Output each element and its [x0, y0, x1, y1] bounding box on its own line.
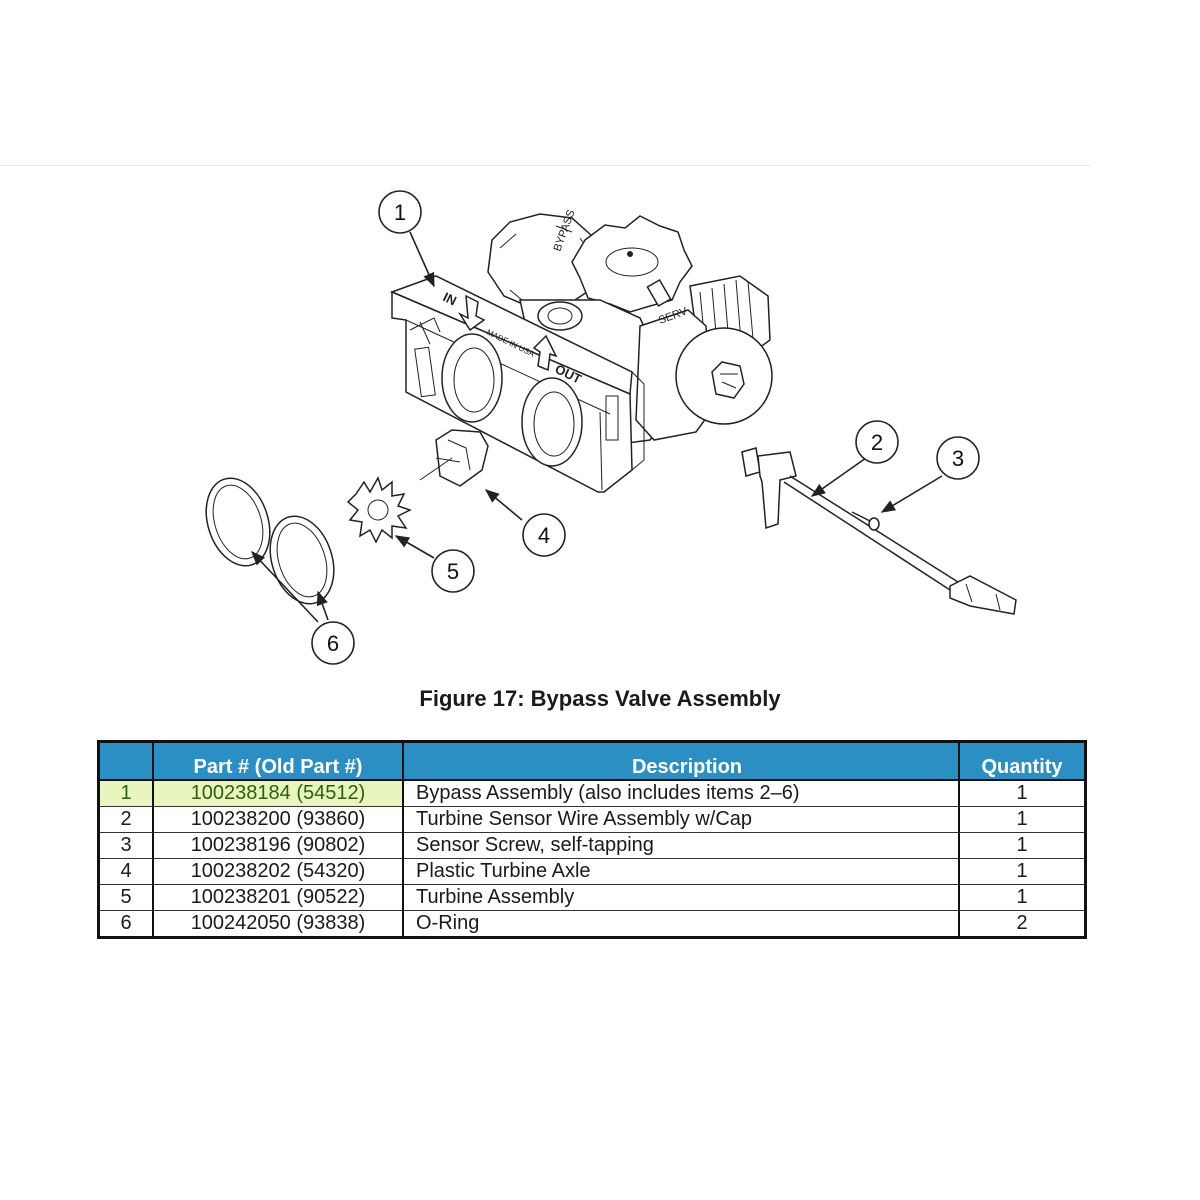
cell-item: 3	[98, 832, 153, 859]
table-header-row: Part # (Old Part #) Description Quantity	[98, 741, 1086, 781]
svg-text:3: 3	[952, 446, 964, 471]
cell-item: 4	[98, 858, 153, 885]
callout-2: 2	[855, 420, 899, 464]
callout-1: 1	[378, 190, 422, 234]
cell-quantity: 1	[958, 832, 1086, 859]
figure-caption: Figure 17: Bypass Valve Assembly	[419, 686, 781, 711]
cell-description: Turbine Sensor Wire Assembly w/Cap	[402, 806, 959, 833]
callout-6: 6	[311, 621, 355, 665]
cell-part-number: 100238201 (90522)	[152, 884, 403, 911]
svg-text:2: 2	[871, 430, 883, 455]
cell-quantity: 2	[958, 910, 1086, 938]
svg-text:1: 1	[394, 200, 406, 225]
o-rings	[205, 477, 335, 605]
turbine-axle	[419, 429, 489, 487]
cell-quantity: 1	[958, 779, 1086, 807]
cell-part-number: 100238202 (54320)	[152, 858, 403, 885]
cell-description: Turbine Assembly	[402, 884, 959, 911]
page-top-divider	[0, 165, 1090, 166]
table-row: 1 100238184 (54512) Bypass Assembly (als…	[98, 779, 1086, 807]
cell-part-number: 100238200 (93860)	[152, 806, 403, 833]
cell-description: Plastic Turbine Axle	[402, 858, 959, 885]
svg-text:IN: IN	[441, 289, 459, 308]
bypass-valve-exploded-diagram: BYPASS SERV IN MADE IN USA OUT	[205, 190, 1017, 665]
cell-part-number: 100238196 (90802)	[152, 832, 403, 859]
cell-part-number: 100242050 (93838)	[152, 910, 403, 938]
sensor-wire-assembly	[741, 447, 1017, 615]
header-description: Description	[402, 741, 959, 781]
header-item	[98, 741, 153, 781]
header-quantity: Quantity	[958, 741, 1086, 781]
table-row: 6 100242050 (93838) O-Ring 2	[98, 910, 1086, 938]
cell-item: 5	[98, 884, 153, 911]
callout-3: 3	[936, 436, 980, 480]
callout-leaders	[251, 231, 943, 623]
svg-text:4: 4	[538, 523, 550, 548]
callout-5: 5	[431, 549, 475, 593]
table-row: 5 100238201 (90522) Turbine Assembly 1	[98, 884, 1086, 911]
svg-text:6: 6	[327, 631, 339, 656]
cell-item: 6	[98, 910, 153, 938]
svg-text:5: 5	[447, 559, 459, 584]
cell-part-number: 100238184 (54512)	[152, 779, 403, 807]
cell-quantity: 1	[958, 884, 1086, 911]
valve-body: BYPASS SERV IN MADE IN USA OUT	[389, 208, 773, 493]
cell-description: O-Ring	[402, 910, 959, 938]
cell-item: 2	[98, 806, 153, 833]
cell-description: Sensor Screw, self-tapping	[402, 832, 959, 859]
table-row: 3 100238196 (90802) Sensor Screw, self-t…	[98, 832, 1086, 859]
cell-description: Bypass Assembly (also includes items 2–6…	[402, 779, 959, 807]
sensor-screw	[851, 511, 880, 531]
parts-table: Part # (Old Part #) Description Quantity…	[97, 740, 1087, 939]
callout-4: 4	[522, 513, 566, 557]
table-row: 4 100238202 (54320) Plastic Turbine Axle…	[98, 858, 1086, 885]
cell-quantity: 1	[958, 806, 1086, 833]
header-part-number: Part # (Old Part #)	[152, 741, 403, 781]
cell-quantity: 1	[958, 858, 1086, 885]
table-row: 2 100238200 (93860) Turbine Sensor Wire …	[98, 806, 1086, 833]
turbine	[346, 476, 412, 544]
cell-item: 1	[98, 779, 153, 807]
